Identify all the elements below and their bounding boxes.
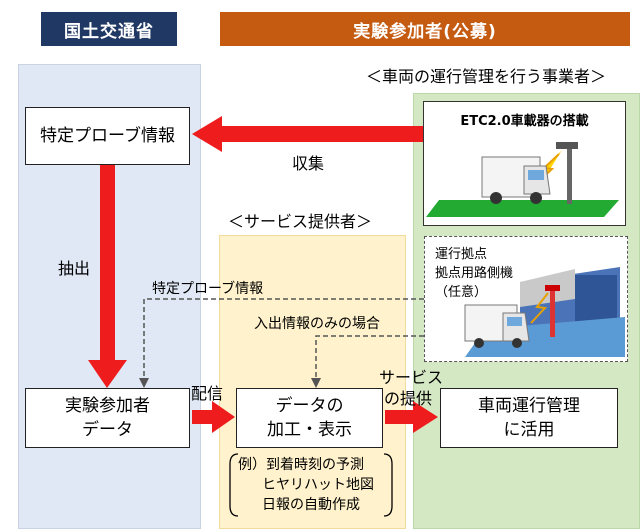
participant-data-line2: データ	[82, 420, 133, 440]
entry-exit-dashed-arrowhead	[311, 378, 321, 388]
collect-label: 収集	[292, 154, 325, 173]
service-label-line2: の提供	[384, 389, 433, 408]
base-panel-line3: （任意）	[435, 285, 488, 300]
participant-header: 実験参加者(公募)	[220, 12, 630, 46]
service-label-line1: サービス	[379, 368, 444, 387]
probe-info-dashed-arrowhead	[139, 378, 149, 388]
entry-exit-dashed-connector	[315, 335, 424, 380]
participant-data-box: 実験参加者 データ	[25, 388, 190, 448]
extract-label: 抽出	[58, 259, 91, 278]
operator-caption: ＜車両の運行管理を行う事業者＞	[366, 67, 607, 86]
vehicle-management-box: 車両運行管理 に活用	[440, 388, 618, 448]
participant-data-line1: 実験参加者	[65, 396, 150, 416]
service-provider-caption: ＜サービス提供者＞	[228, 212, 373, 231]
entry-exit-label: 入出情報のみの場合	[254, 316, 380, 332]
probe-info-box: 特定プローブ情報	[25, 107, 190, 165]
example-daily-report: 日報の自動作成	[262, 497, 360, 513]
deliver-arrow	[192, 401, 235, 433]
etc-panel: ETC2.0車載器の搭載	[423, 101, 626, 226]
data-processing-line1: データの	[275, 396, 344, 416]
etc-truck-illustration	[426, 142, 619, 217]
data-processing-box: データの 加工・表示	[236, 388, 383, 448]
example-arrival-prediction: 例）到着時刻の予測	[238, 457, 364, 473]
base-panel-line2: 拠点用路側機	[435, 266, 514, 281]
collect-arrow	[192, 116, 423, 152]
participant-header-label: 実験参加者(公募)	[353, 21, 497, 42]
probe-info-dashed-connector	[143, 298, 424, 380]
mlit-header: 国土交通省	[41, 12, 177, 46]
example-near-miss-map: ヒヤリハット地図	[262, 477, 374, 493]
examples-block: 例）到着時刻の予測 ヒヤリハット地図 日報の自動作成	[228, 452, 394, 518]
service-provider-region	[219, 235, 406, 529]
base-panel: 運行拠点 拠点用路側機 （任意）	[424, 236, 628, 362]
extract-arrow	[88, 165, 127, 388]
base-panel-line1: 運行拠点	[435, 247, 488, 262]
examples-bracket	[229, 453, 393, 517]
probe-info-dashed-label: 特定プローブ情報	[152, 281, 264, 297]
base-truck-illustration	[464, 267, 625, 357]
vehicle-management-line1: 車両運行管理	[478, 396, 580, 416]
service-arrow	[385, 401, 438, 433]
data-processing-line2: 加工・表示	[267, 420, 352, 440]
vehicle-management-line2: に活用	[503, 420, 555, 440]
deliver-label: 配信	[191, 384, 224, 403]
probe-info-label: 特定プローブ情報	[40, 126, 175, 146]
etc-panel-title: ETC2.0車載器の搭載	[460, 114, 589, 129]
mlit-header-label: 国土交通省	[64, 21, 154, 42]
